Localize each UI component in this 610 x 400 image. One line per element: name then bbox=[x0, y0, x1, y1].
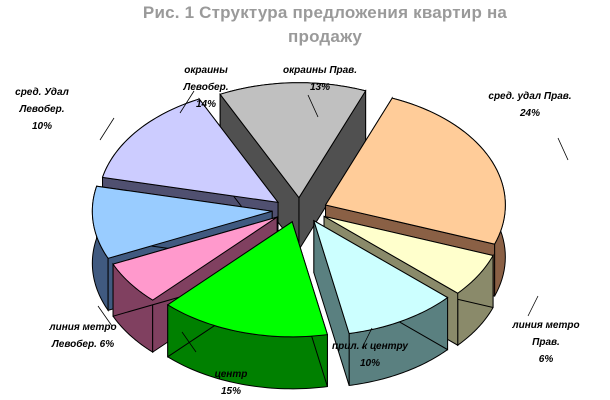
leader-line-2 bbox=[527, 295, 539, 317]
leader-line-7 bbox=[179, 90, 195, 114]
pie-slice-top bbox=[324, 97, 506, 245]
pie-slice-top bbox=[323, 215, 494, 294]
pie-slice-top bbox=[219, 82, 367, 199]
leader-line-6 bbox=[99, 117, 115, 141]
pie-slice-top bbox=[313, 219, 449, 335]
pie-slice-4 bbox=[166, 220, 329, 390]
slice-label-0: окраины Прав.13% bbox=[283, 65, 357, 93]
chart-title-line-2: продажу bbox=[288, 27, 362, 46]
pie-slice-top bbox=[101, 98, 280, 204]
leader-line-4 bbox=[181, 331, 197, 353]
leader-line-0 bbox=[307, 94, 319, 118]
leader-line-5 bbox=[97, 305, 113, 327]
pie-slice-top bbox=[91, 185, 273, 259]
leader-line-3 bbox=[361, 327, 373, 349]
pie-slice-top bbox=[166, 221, 329, 338]
pie-slice-0 bbox=[219, 82, 367, 252]
pie-labels: окраины Прав.13% сред. удал Прав.24% линия… bbox=[15, 65, 579, 397]
pie-slices bbox=[91, 82, 506, 390]
leader-line-1 bbox=[557, 137, 569, 161]
slice-label-1: сред. удал Прав.24% bbox=[488, 91, 571, 119]
pie-slice-3 bbox=[313, 219, 449, 387]
chart-title-line-1: Рис. 1 Структура предложения квартир на bbox=[142, 3, 508, 22]
pie-slice-top bbox=[112, 216, 278, 301]
